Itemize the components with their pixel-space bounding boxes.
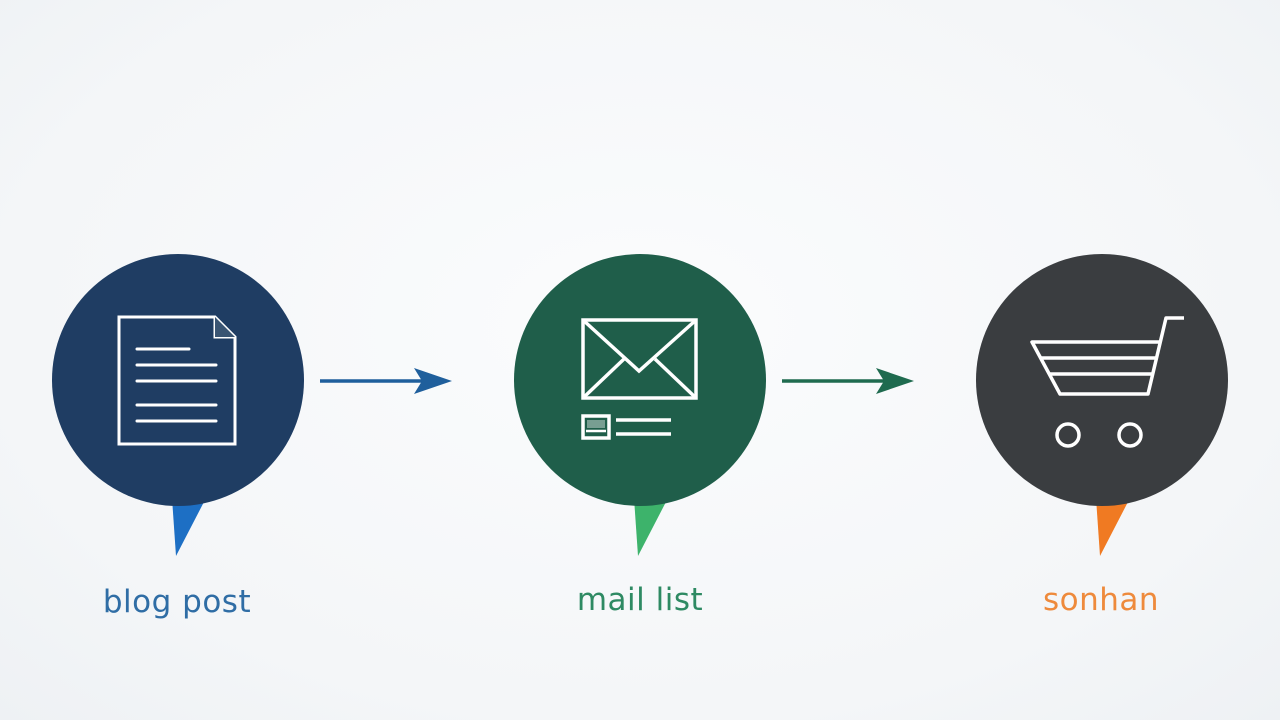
pin-pointer	[634, 498, 668, 556]
document-icon	[117, 315, 237, 446]
step-label-mail-list: mail list	[576, 582, 704, 618]
step-sonhan	[976, 254, 1228, 556]
arrow-right-icon	[782, 368, 914, 394]
step-mail-list	[514, 254, 766, 556]
step-label-blog-post: blog post	[102, 584, 252, 620]
pin-pointer	[172, 498, 206, 556]
envelope-icon	[581, 318, 698, 440]
shopping-cart-icon	[1030, 316, 1184, 448]
pin-pointer	[1096, 498, 1130, 556]
step-blog-post	[52, 254, 304, 556]
step-circle	[976, 254, 1228, 506]
arrow-right-icon	[320, 368, 452, 394]
step-circle	[514, 254, 766, 506]
step-label-sonhan: sonhan	[1042, 582, 1160, 618]
